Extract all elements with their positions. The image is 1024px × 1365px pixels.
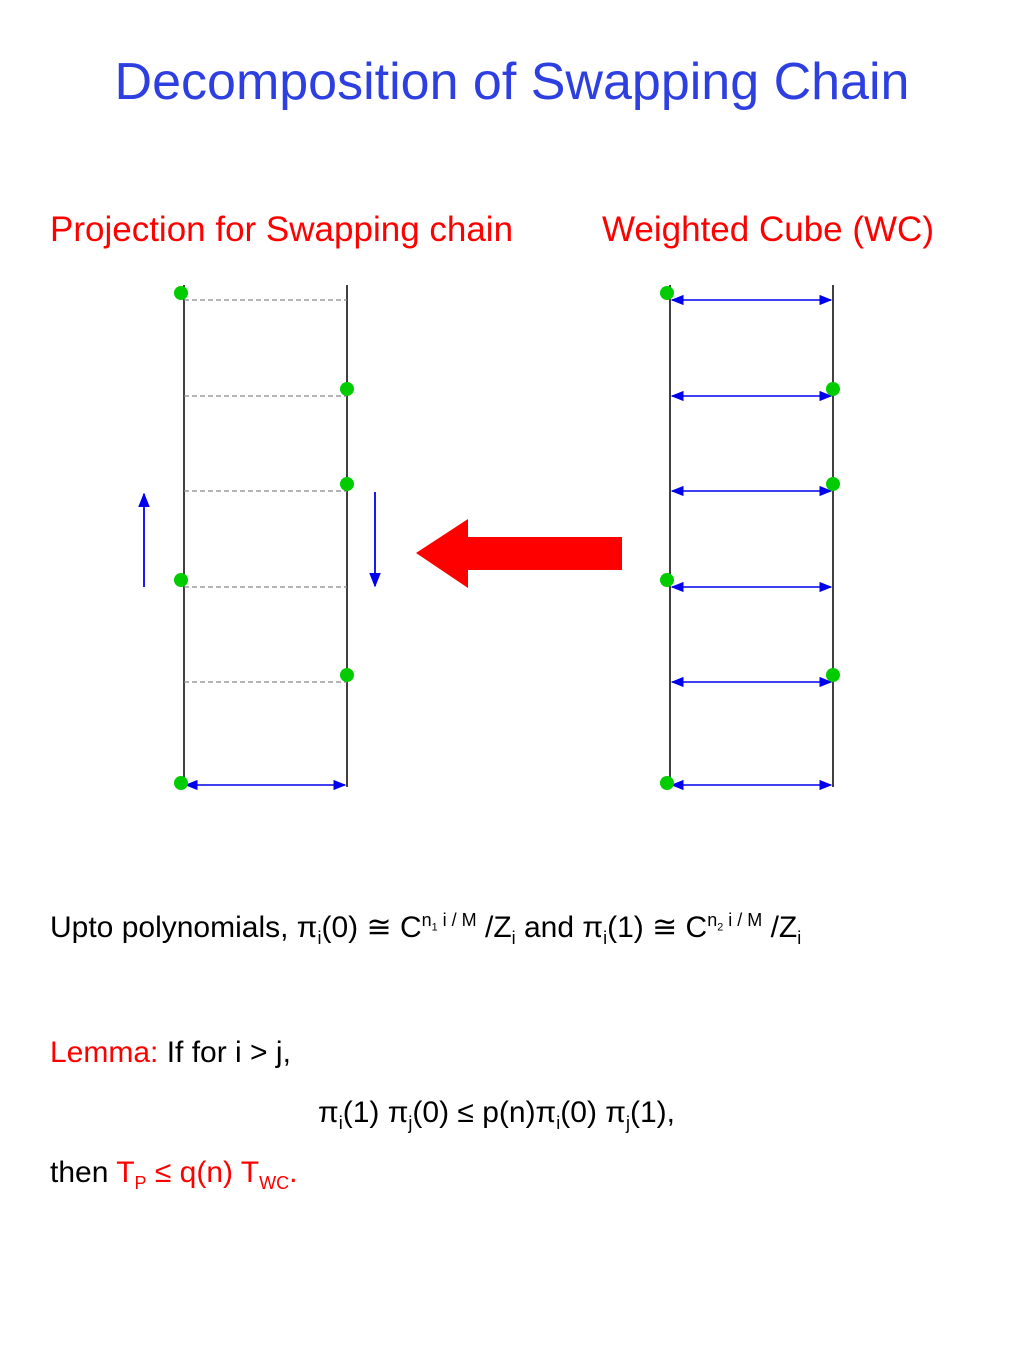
swapping-chain-diagram [138,285,840,791]
weighted-cube-subtitle: Weighted Cube (WC) [602,210,934,249]
state-node [174,573,188,587]
weighted-cube-panel [660,285,840,791]
big-left-arrow [416,519,622,588]
state-node [340,477,354,491]
state-node [340,382,354,396]
state-node [660,573,674,587]
projection-subtitle: Projection for Swapping chain [50,210,514,249]
lemma-conclusion: then TP ≤ q(n) TWC. [50,1156,298,1193]
state-node [174,286,188,300]
lemma-line: Lemma: If for i > j, [50,1036,291,1070]
polynomial-statement: Upto polynomials, πi(0) ≅ Cn1 i / M /Zi … [50,910,802,948]
state-node [826,668,840,682]
lemma-condition: If for i > j, [158,1036,291,1069]
state-node [826,382,840,396]
lemma-label: Lemma: [50,1036,159,1069]
conclusion-formula: TP ≤ q(n) TWC. [116,1156,298,1193]
projection-panel [138,285,381,791]
state-node [826,477,840,491]
state-node [174,776,188,790]
state-node [340,668,354,682]
state-node [660,286,674,300]
state-node [660,776,674,790]
page-title: Decomposition of Swapping Chain [114,53,910,111]
lemma-inequality: πi(1) πj(0) ≤ p(n)πi(0) πj(1), [318,1096,675,1133]
